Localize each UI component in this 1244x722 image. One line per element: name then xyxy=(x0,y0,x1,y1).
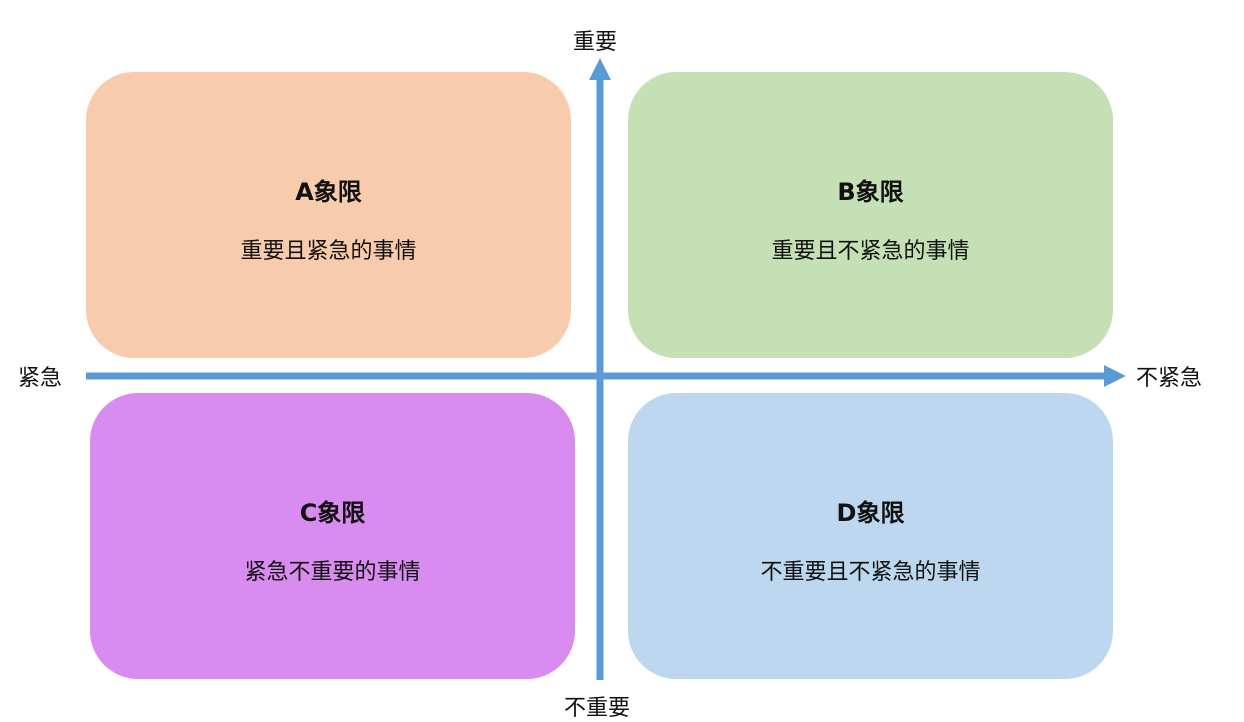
quadrant-a-title: A象限 xyxy=(295,178,362,206)
quadrant-a: A象限 重要且紧急的事情 xyxy=(86,72,571,358)
arrow-up-icon xyxy=(589,58,611,80)
arrow-right-icon xyxy=(1104,365,1126,387)
axis-label-urgent: 紧急 xyxy=(18,366,63,391)
quadrant-c-title: C象限 xyxy=(299,499,366,527)
axis-label-not-urgent: 不紧急 xyxy=(1136,366,1203,391)
quadrant-b-title: B象限 xyxy=(837,178,904,206)
quadrant-d-title: D象限 xyxy=(836,499,905,527)
axis-label-important: 重要 xyxy=(573,30,618,55)
quadrant-d: D象限 不重要且不紧急的事情 xyxy=(628,393,1113,679)
axis-label-not-important: 不重要 xyxy=(564,696,631,721)
quadrant-b-desc: 重要且不紧急的事情 xyxy=(771,239,970,264)
quadrant-d-desc: 不重要且不紧急的事情 xyxy=(760,560,981,585)
quadrant-b: B象限 重要且不紧急的事情 xyxy=(628,72,1113,358)
quadrant-a-desc: 重要且紧急的事情 xyxy=(240,239,417,264)
quadrant-c: C象限 紧急不重要的事情 xyxy=(90,393,575,679)
quadrant-c-desc: 紧急不重要的事情 xyxy=(244,560,421,585)
